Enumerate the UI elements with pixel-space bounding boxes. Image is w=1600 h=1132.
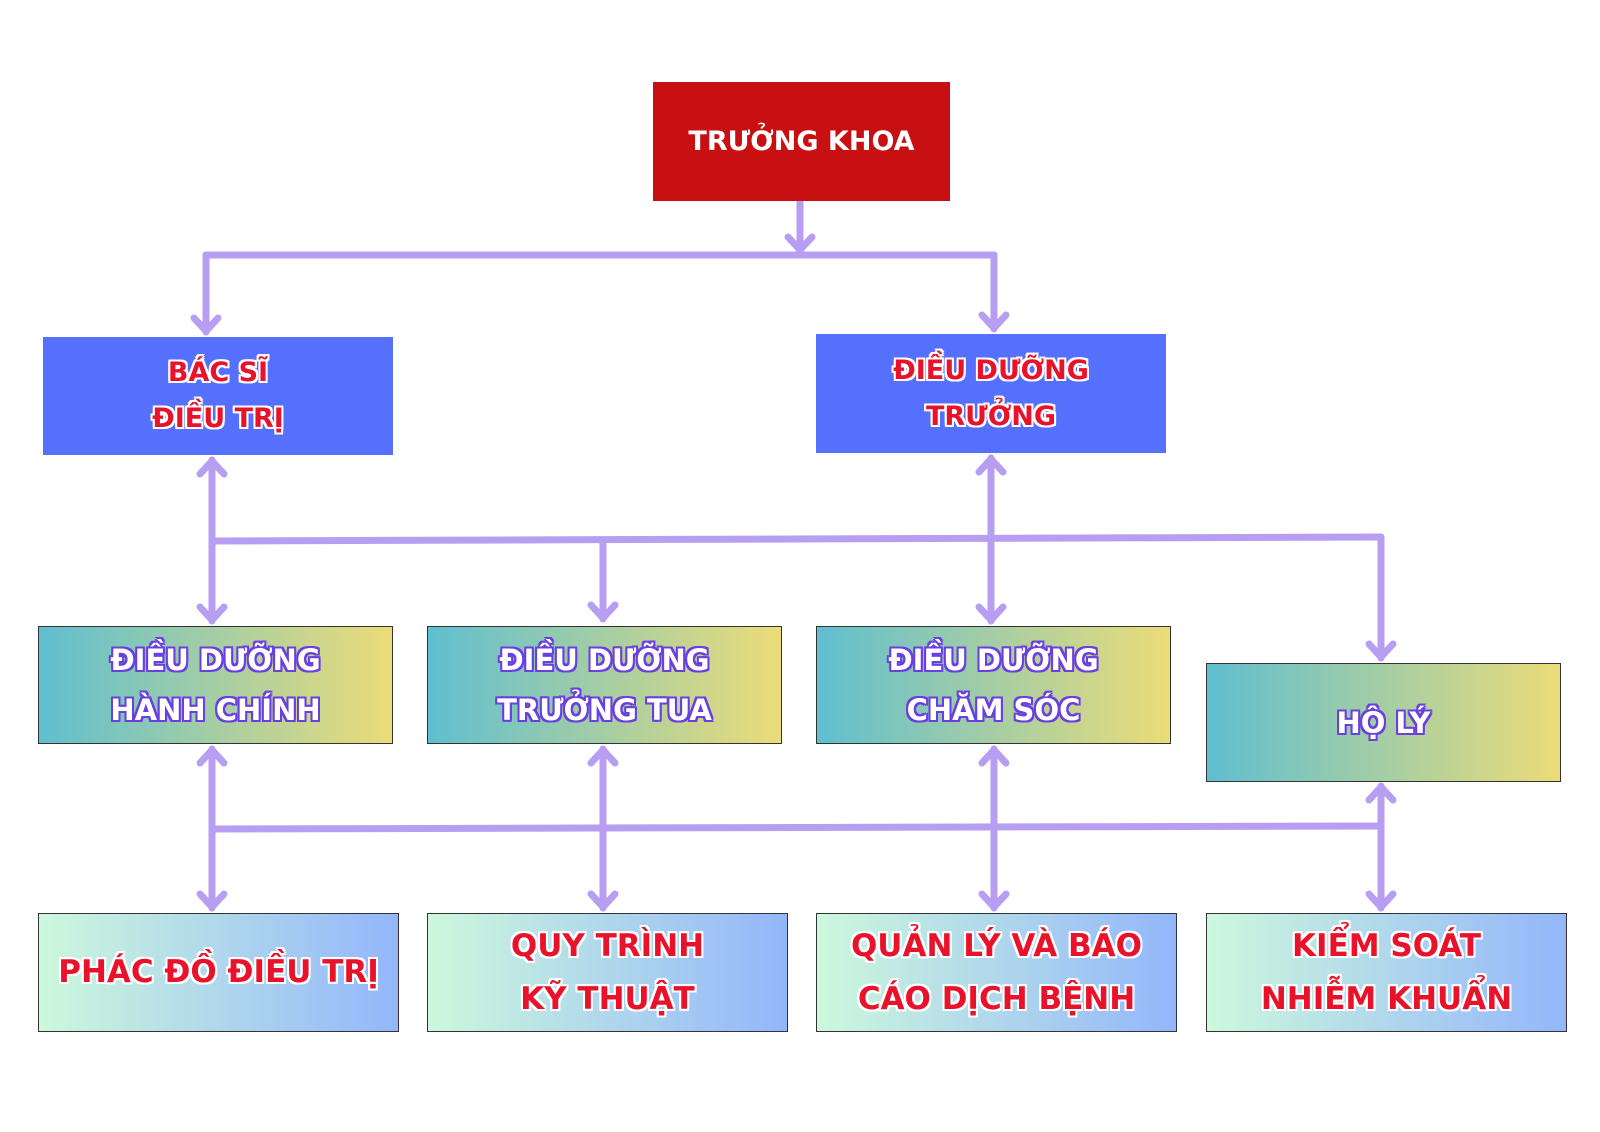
node-dieu-duong-truong: ĐIỀU DƯỠNG TRƯỞNG (816, 334, 1166, 453)
node-phac-do-dieu-tri-label: PHÁC ĐỒ ĐIỀU TRỊ (58, 954, 379, 990)
node-kiem-soat-nhiem-khuan: KIỂM SOÁT NHIỄM KHUẨN (1206, 913, 1567, 1032)
node-quan-ly-bao-cao-dich-benh: QUẢN LÝ VÀ BÁO CÁO DỊCH BỆNH (816, 913, 1177, 1032)
node-quan-ly-bao-cao-dich-benh-label: QUẢN LÝ VÀ BÁO CÁO DỊCH BỆNH (850, 927, 1143, 1017)
arrowhead-head-nurse (978, 311, 1010, 332)
connector-level2-bus (208, 533, 1385, 545)
arrowhead-protocol-down (196, 890, 228, 911)
arrowhead-admin-up (196, 746, 228, 767)
node-truong-khoa: TRƯỞNG KHOA (653, 82, 950, 201)
arrowhead-infection-down (1365, 890, 1397, 911)
arrowhead-head-down (784, 233, 816, 254)
node-kiem-soat-nhiem-khuan-label: KIỂM SOÁT NHIỄM KHUẨN (1260, 927, 1513, 1017)
node-ho-ly-label: HỘ LÝ (1336, 705, 1431, 740)
node-bac-si-dieu-tri-label: BÁC SĨ ĐIỀU TRỊ (152, 357, 284, 434)
node-truong-khoa-label: TRƯỞNG KHOA (688, 125, 915, 157)
arrowhead-care-down (975, 603, 1007, 624)
node-dieu-duong-hanh-chinh-label: ĐIỀU DƯỠNG HÀNH CHÍNH (110, 643, 321, 727)
arrowhead-admin-down (196, 603, 228, 624)
arrowhead-doctor-up (196, 457, 228, 478)
node-dieu-duong-hanh-chinh: ĐIỀU DƯỠNG HÀNH CHÍNH (38, 626, 393, 744)
arrowhead-doctor (190, 314, 222, 335)
node-dieu-duong-cham-soc: ĐIỀU DƯỠNG CHĂM SÓC (816, 626, 1171, 744)
node-quy-trinh-ky-thuat-label: QUY TRÌNH KỸ THUẬT (510, 927, 705, 1017)
arrowhead-tour-up (587, 746, 619, 767)
node-quy-trinh-ky-thuat: QUY TRÌNH KỸ THUẬT (427, 913, 788, 1032)
node-dieu-duong-truong-tua-label: ĐIỀU DƯỠNG TRƯỞNG TUA (497, 643, 712, 727)
arrowhead-tour-down (587, 601, 619, 622)
arrowhead-orderly-down (1365, 640, 1397, 661)
node-dieu-duong-cham-soc-label: ĐIỀU DƯỠNG CHĂM SÓC (888, 643, 1099, 727)
arrowhead-epidemic-down (978, 890, 1010, 911)
node-dieu-duong-truong-tua: ĐIỀU DƯỠNG TRƯỞNG TUA (427, 626, 782, 744)
arrowhead-technique-down (587, 890, 619, 911)
node-dieu-duong-truong-label: ĐIỀU DƯỠNG TRƯỞNG (893, 354, 1089, 432)
arrowhead-orderly-up (1365, 783, 1397, 804)
node-bac-si-dieu-tri: BÁC SĨ ĐIỀU TRỊ (43, 337, 393, 455)
connector-level3-bus (208, 822, 1385, 833)
arrowhead-head-nurse-up (975, 455, 1007, 476)
arrowhead-care-up (978, 746, 1010, 767)
node-phac-do-dieu-tri: PHÁC ĐỒ ĐIỀU TRỊ (38, 913, 399, 1032)
node-ho-ly: HỘ LÝ (1206, 663, 1561, 782)
